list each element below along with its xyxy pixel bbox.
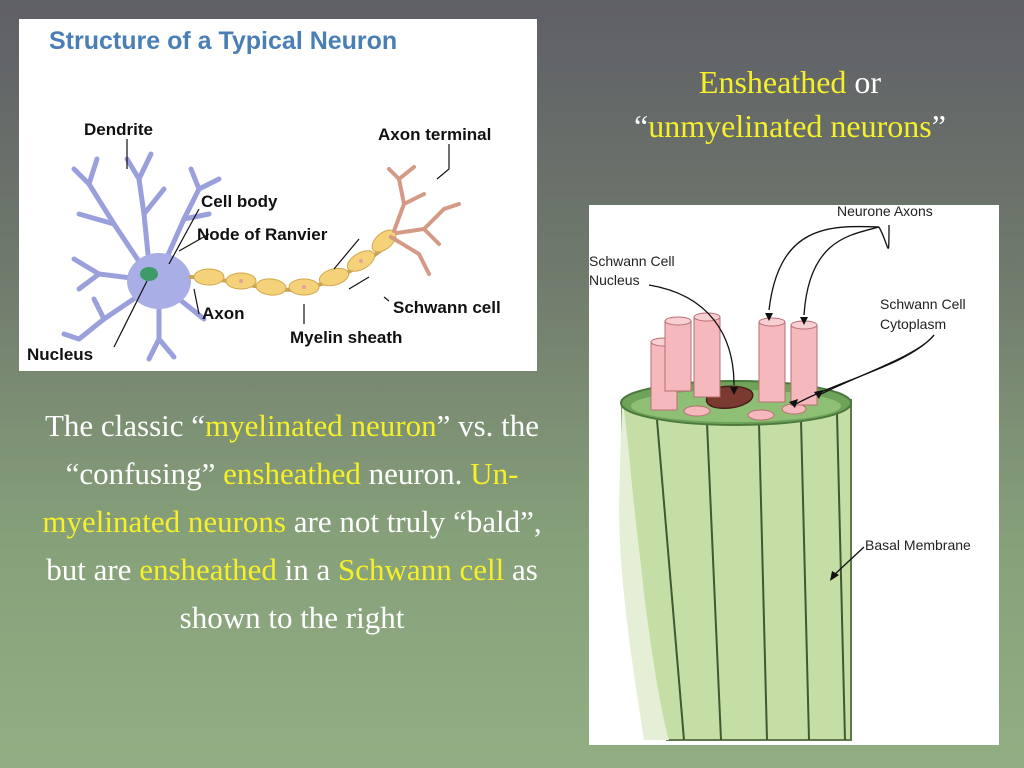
text-seg-9: in a	[276, 552, 339, 587]
text-seg-11: as shown to the right	[179, 552, 538, 635]
label-myelin-sheath: Myelin sheath	[290, 328, 402, 347]
sheath-illustration: Neurone Axons Schwann Cell Nucleus Schwa…	[589, 205, 971, 741]
text-ensheathed-2: ensheathed	[139, 552, 277, 587]
title-or: or	[846, 64, 882, 100]
text-unmyelinated-neurons: Un-myelinated neurons	[42, 456, 519, 539]
label-nucleus: Nucleus	[27, 345, 93, 364]
neuron-structure-diagram: Structure of a Typical Neuron	[19, 19, 537, 371]
label-axon: Axon	[202, 304, 245, 323]
text-seg-7: are not truly “bald”, but are	[46, 504, 542, 587]
label-schwann-cytoplasm-line2: Cytoplasm	[880, 316, 946, 332]
label-axon-terminal: Axon terminal	[378, 125, 491, 144]
text-seg-5: neuron.	[360, 456, 471, 491]
myelin-segments	[193, 229, 397, 296]
label-dendrite: Dendrite	[84, 120, 153, 139]
text-ensheathed-1: ensheathed	[223, 456, 361, 491]
sheath-arrowheads	[730, 313, 839, 581]
title-open-quote: “	[634, 108, 649, 144]
nucleus-shape	[140, 267, 158, 281]
label-schwann-nucleus-line1: Schwann Cell	[589, 253, 675, 269]
neuron-illustration: Structure of a Typical Neuron	[27, 27, 501, 364]
text-seg-3: ” vs. the “confusing”	[65, 408, 540, 491]
explanation-text: The classic “myelinated neuron” vs. the …	[22, 402, 562, 642]
title-close-quote: ”	[931, 108, 946, 144]
label-node-of-ranvier: Node of Ranvier	[197, 225, 328, 244]
cytoplasm-spots	[683, 403, 807, 421]
title-unmyelinated-neurons: unmyelinated neurons	[648, 108, 932, 144]
ensheathed-title: Ensheathed or “unmyelinated neurons”	[620, 60, 960, 148]
label-schwann-nucleus-line2: Nucleus	[589, 272, 640, 288]
pointer-lines	[113, 139, 450, 348]
label-cell-body: Cell body	[201, 192, 278, 211]
title-ensheathed: Ensheathed	[698, 64, 847, 100]
axon-terminal-branches	[387, 165, 461, 276]
cylinder-folds	[656, 412, 846, 741]
text-seg-1: The classic “	[44, 408, 206, 443]
text-schwann-cell: Schwann cell	[338, 552, 505, 587]
schwann-cell-sheath-diagram: Neurone Axons Schwann Cell Nucleus Schwa…	[589, 205, 999, 745]
cylinder-highlight	[619, 400, 669, 740]
label-schwann-cytoplasm-line1: Schwann Cell	[880, 296, 966, 312]
neuron-diagram-title: Structure of a Typical Neuron	[49, 27, 397, 55]
sheath-pointer-lines	[648, 224, 935, 576]
text-myelinated-neuron: myelinated neuron	[205, 408, 437, 443]
label-schwann-cell: Schwann cell	[393, 298, 501, 317]
label-neurone-axons: Neurone Axons	[837, 205, 933, 219]
myelin-nuclei	[239, 259, 363, 289]
dendrites	[61, 151, 222, 362]
cell-body-shape	[127, 253, 191, 309]
label-basal-membrane: Basal Membrane	[865, 537, 971, 553]
